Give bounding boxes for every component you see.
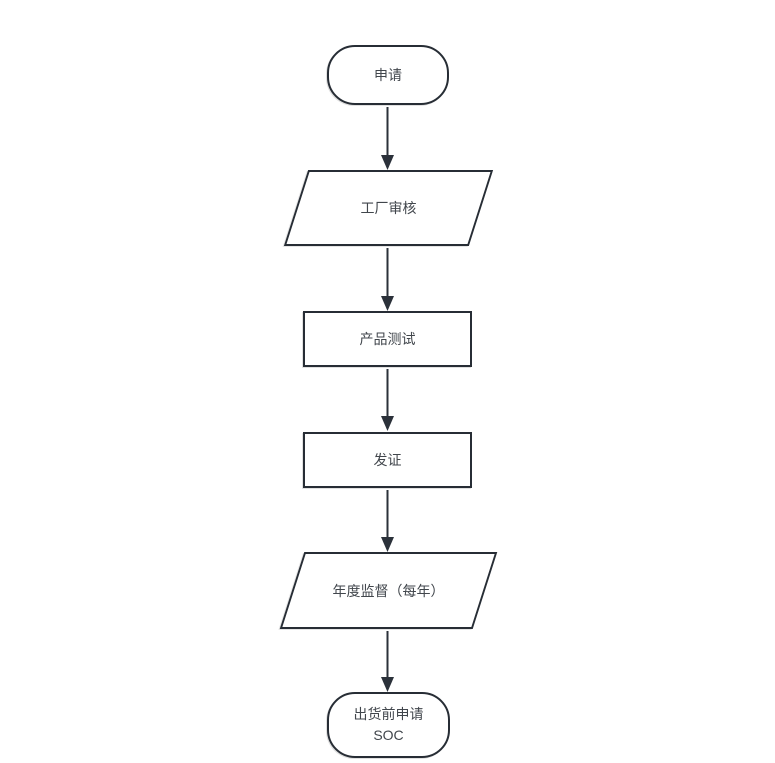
arrow-product-testing-to-certificate-issuance	[381, 369, 394, 431]
node-certificate-issuance-process: 发证	[303, 432, 472, 488]
node-end-label-line1: 出货前申请	[353, 706, 424, 722]
node-product-testing-process: 产品测试	[303, 311, 472, 367]
node-certificate-issuance-label: 发证	[373, 451, 402, 468]
node-annual-supervision-parallelogram: 年度监督（每年）	[279, 552, 498, 629]
node-product-testing-label: 产品测试	[359, 330, 416, 347]
arrow-factory-audit-to-product-testing	[381, 248, 394, 311]
arrow-start-to-factory-audit	[381, 107, 394, 170]
node-start-label: 申请	[374, 66, 402, 83]
node-factory-audit-label: 工厂审核	[360, 200, 417, 216]
arrow-annual-supervision-to-end	[381, 631, 394, 692]
node-start-terminator: 申请	[327, 45, 449, 105]
node-factory-audit-parallelogram: 工厂审核	[283, 170, 494, 246]
node-annual-supervision-label: 年度监督（每年）	[332, 582, 445, 599]
node-end-terminator: 出货前申请 SOC	[327, 692, 450, 758]
node-end-label: 出货前申请 SOC	[354, 704, 424, 746]
node-end-label-line2: SOC	[373, 727, 404, 743]
arrow-certificate-issuance-to-annual-supervision	[381, 490, 394, 552]
